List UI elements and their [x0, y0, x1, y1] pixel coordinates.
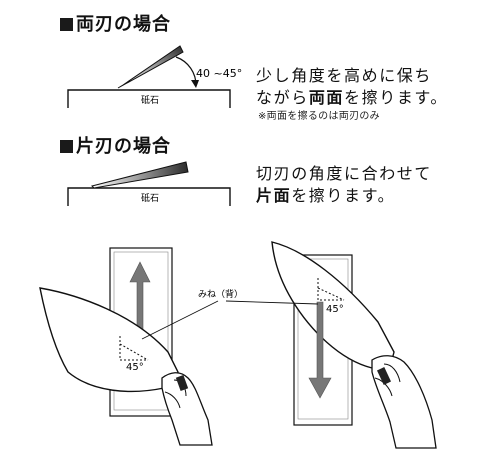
- angle-label-1: 40 ~45°: [196, 67, 242, 80]
- whetstone-2-label: 砥石: [141, 192, 159, 204]
- angle-label-left: 45°: [126, 362, 144, 373]
- single-edge-desc-line2: 片面を擦ります。: [256, 186, 396, 205]
- section-heading-single-edge: 片刃の場合: [60, 132, 171, 158]
- spine-leader-left: [141, 300, 219, 340]
- knife-handle-right: [376, 367, 392, 385]
- section-heading-double-edge: 両刃の場合: [60, 10, 171, 36]
- double-edge-note: ※両面を擦るのは両刃のみ: [258, 111, 380, 122]
- square-bullet-icon: [60, 140, 73, 153]
- whetstone-2: [67, 187, 231, 206]
- knife-single-edge: [91, 161, 189, 189]
- spine-label: みね（背）: [198, 288, 243, 300]
- angle-arc-1-arrowhead: [191, 80, 199, 88]
- knife-handle-left: [175, 375, 189, 391]
- knife-double-edge: [117, 45, 184, 89]
- square-bullet-icon: [60, 18, 73, 31]
- whetstone-1-label: 砥石: [141, 94, 159, 106]
- double-edge-desc-line2: ながら両面を擦ります。: [256, 88, 449, 107]
- hand-left: [161, 372, 213, 446]
- single-edge-desc-line1: 切刃の角度に合わせて: [256, 164, 433, 183]
- stroke-arrow-down-right: [308, 301, 332, 399]
- knife-left: [39, 287, 179, 393]
- whetstone-1: [67, 89, 231, 108]
- angle-label-right: 45°: [326, 304, 344, 315]
- knife-right: [271, 241, 395, 369]
- spine-leader-right: [225, 300, 319, 305]
- double-edge-desc-line1: 少し角度を高めに保ち: [256, 66, 433, 85]
